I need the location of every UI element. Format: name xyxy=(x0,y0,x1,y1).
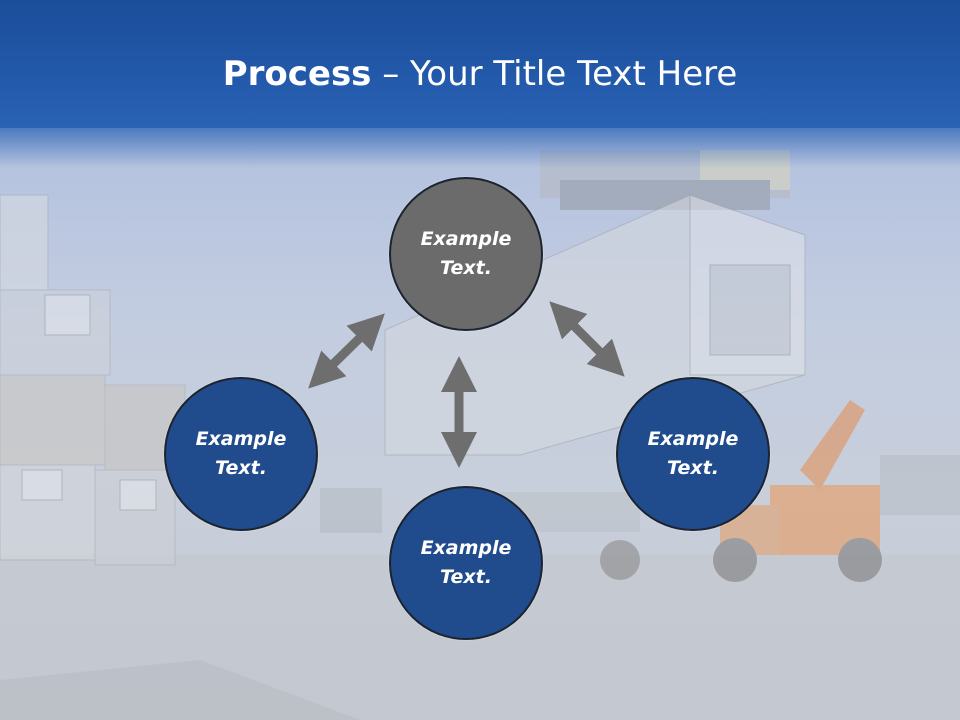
process-node-top: Example Text. xyxy=(389,177,543,331)
process-node-bottom-label: Example Text. xyxy=(420,537,512,588)
process-node-right-label: Example Text. xyxy=(647,428,739,479)
arrow-top-left xyxy=(308,313,385,389)
title-bar-fade xyxy=(0,128,960,168)
title-bar xyxy=(0,0,960,128)
slide-title: Process – Your Title Text Here xyxy=(0,52,960,96)
slide-title-bold: Process xyxy=(222,54,372,94)
arrow-top-right xyxy=(549,301,625,377)
process-node-right: Example Text. xyxy=(616,377,770,531)
process-node-bottom: Example Text. xyxy=(389,486,543,640)
slide-title-rest: – Your Title Text Here xyxy=(371,54,738,94)
process-node-top-label: Example Text. xyxy=(420,228,512,279)
process-node-left: Example Text. xyxy=(164,377,318,531)
process-node-left-label: Example Text. xyxy=(195,428,287,479)
